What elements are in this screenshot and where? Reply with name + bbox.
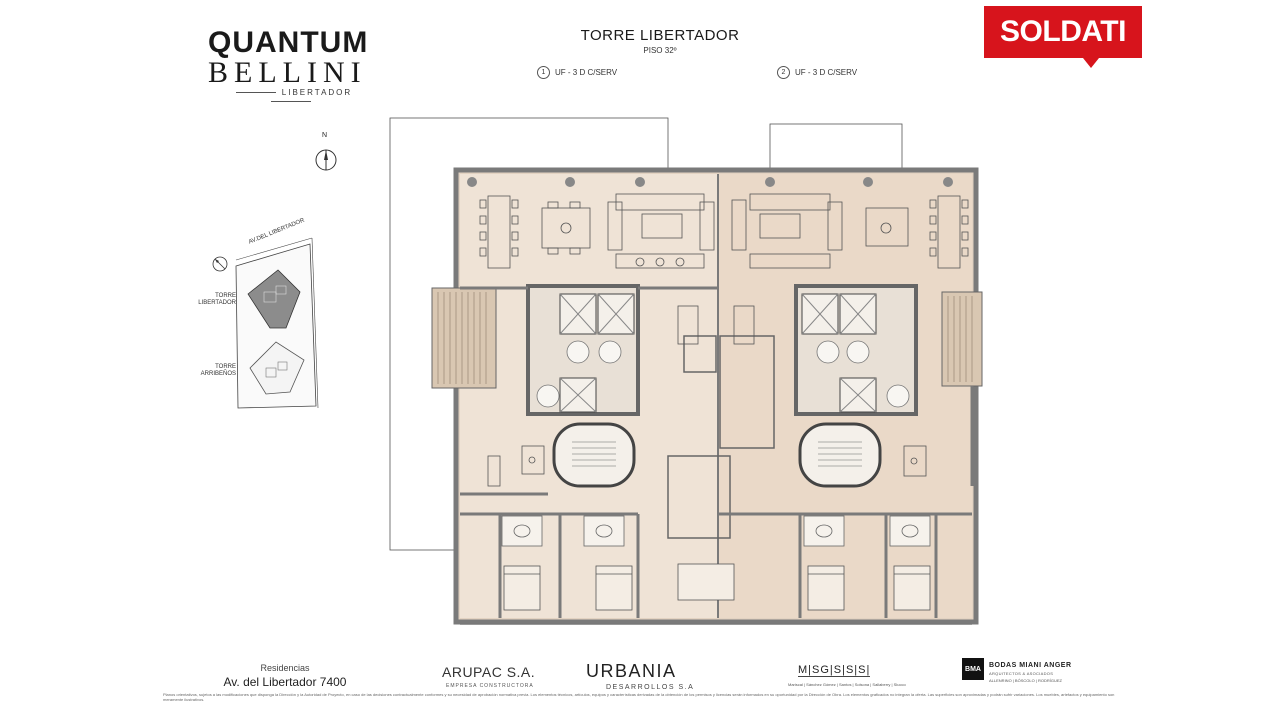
tower-libertador-label: TORRE LIBERTADOR — [198, 293, 236, 306]
site-north-icon — [212, 256, 228, 272]
unit-label: UF - 3 D C/SERV — [555, 68, 618, 77]
bma-logo: BMA — [962, 658, 984, 680]
unit-label: UF - 3 D C/SERV — [795, 68, 858, 77]
logo-quantum: QUANTUM — [208, 26, 369, 59]
stair-left — [552, 422, 636, 488]
tower-arribenos-label: TORRE ARRIBEÑOS — [200, 364, 236, 377]
arupac-logo: ARUPAC S.A. — [442, 664, 536, 680]
page-title: TORRE LIBERTADOR — [580, 27, 740, 44]
logo-libertador: LIBERTADOR — [208, 88, 374, 106]
residences-address: Av. del Libertador 7400 — [223, 675, 347, 689]
north-label: N — [322, 132, 328, 139]
msgsss-logo: M|SG|S|S|S| — [798, 664, 871, 677]
bma-partners: ALLENRINO | BÓSCOLO | RODRÍGUEZ — [989, 678, 1062, 683]
logo-bellini: BELLINI — [208, 56, 367, 89]
arupac-subtitle: EMPRESA CONSTRUCTORA — [446, 683, 534, 689]
bma-name: BODAS MIANI ANGER — [989, 662, 1072, 669]
floor-plan — [389, 117, 983, 625]
kitchen-dining — [487, 305, 927, 487]
floor-label: PISO 32º — [643, 46, 677, 55]
bathrooms — [501, 515, 931, 547]
urbania-logo: URBANIA — [586, 661, 677, 681]
living-furniture-2 — [731, 193, 969, 269]
site-plan — [212, 237, 319, 409]
legal-disclaimer: Planos orientativos, sujetos a las modif… — [163, 692, 1115, 702]
beds — [503, 563, 931, 611]
unit-legend-1: 1 UF - 3 D C/SERV — [537, 66, 617, 79]
unit-number-icon: 1 — [537, 66, 550, 79]
balcony-left — [431, 287, 497, 389]
service-core — [667, 335, 775, 539]
bma-subtitle: ARQUITECTOS & ASOCIADOS — [989, 671, 1054, 676]
unit-legend-2: 2 UF - 3 D C/SERV — [777, 66, 857, 79]
unit-number-icon: 2 — [777, 66, 790, 79]
msgsss-subtitle: Mariscal | Sánchez Gómez | Santos | Sols… — [788, 682, 906, 687]
terrace-outline-right — [769, 123, 903, 171]
urbania-subtitle: DESARROLLOS S.A — [606, 684, 695, 691]
residences-label: Residencias — [260, 663, 310, 673]
elevator-core — [526, 284, 640, 416]
living-furniture-1 — [479, 193, 715, 269]
elevator-core-2 — [794, 284, 918, 416]
north-arrow-icon — [315, 149, 337, 171]
balcony-right — [941, 291, 983, 387]
soldati-logo: SOLDATI — [984, 6, 1142, 58]
soldati-logo-pointer — [1083, 58, 1099, 68]
stair-right — [798, 422, 882, 488]
